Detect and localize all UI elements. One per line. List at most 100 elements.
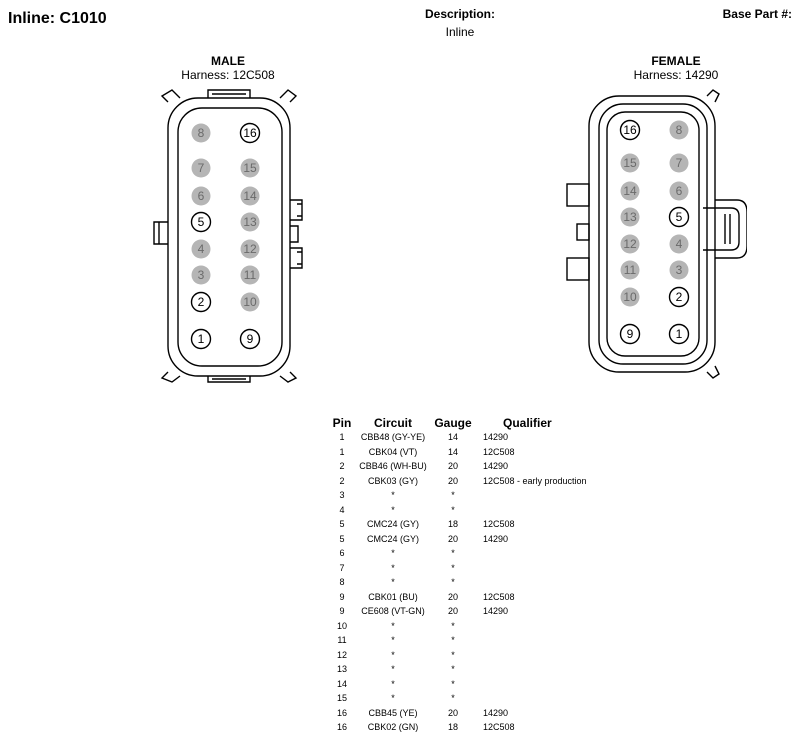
gauge-cell: * — [451, 490, 455, 501]
description-value: Inline — [445, 25, 475, 39]
circuit-cell: * — [391, 664, 395, 675]
pin-14-marker — [620, 181, 640, 201]
circuit-cell: CBK01 (BU) — [368, 591, 418, 602]
gauge-cell: 20 — [447, 591, 458, 602]
pin-10-label: 10 — [243, 295, 257, 309]
pin-16-marker — [239, 122, 261, 144]
pin-3-marker — [669, 260, 689, 280]
qualifier-cell: 12C508 — [483, 722, 515, 733]
qualifier-cell — [473, 488, 613, 503]
pin-2-marker — [190, 291, 212, 313]
pin-2-label: 2 — [676, 290, 683, 304]
table-header-row: Pin Circuit Gauge Qualifier — [331, 416, 613, 430]
description-label: Description: — [424, 7, 495, 21]
pin-5-label: 5 — [198, 215, 205, 229]
column-header-circuit: Circuit — [373, 416, 412, 430]
male-harness: Harness: 12C508 — [181, 68, 275, 82]
qualifier-cell: 14290 — [483, 432, 509, 443]
gauge-cell: 20 — [447, 533, 458, 544]
pin-4-label: 4 — [676, 237, 683, 251]
table-row: 14** — [331, 677, 613, 692]
pin-cell: 12 — [336, 649, 347, 660]
table-row: 7 * * — [331, 561, 613, 576]
gauge-cell: * — [451, 649, 455, 660]
gauge-cell: 18 — [447, 722, 458, 733]
table-row: 13 * * — [331, 662, 613, 677]
gauge-cell: 20 — [447, 461, 458, 472]
column-header-pin: Pin — [332, 416, 352, 430]
pin-14-marker — [240, 186, 260, 206]
male-connector-outline — [153, 89, 303, 383]
table-row: 4** — [331, 503, 613, 518]
gauge-cell: 20 — [447, 707, 458, 718]
circuit-cell: CBB45 (YE) — [368, 707, 418, 718]
circuit-cell: CMC24 (GY) — [366, 519, 419, 530]
gauge-cell: 20 — [447, 475, 458, 486]
pin-14-label: 14 — [623, 184, 637, 198]
pin-15-marker — [620, 153, 640, 173]
pin-11-label: 11 — [624, 263, 637, 277]
pin-3-label: 3 — [676, 263, 683, 277]
pin-6-label: 6 — [198, 189, 205, 203]
pin-cell: 16 — [336, 722, 347, 733]
pin-cell: 4 — [339, 504, 345, 515]
circuit-cell: * — [391, 577, 395, 588]
qualifier-cell: 14290 — [483, 533, 509, 544]
circuit-cell: CBK03 (GY) — [367, 475, 418, 486]
pin-cell: 13 — [336, 664, 347, 675]
circuit-cell: * — [391, 562, 395, 573]
female-label: FEMALE — [651, 54, 701, 68]
female-harness: Harness: 14290 — [633, 68, 719, 82]
pin-4-label: 4 — [198, 242, 205, 256]
circuit-cell: CBB46 (WH-BU) — [359, 461, 427, 472]
pin-cell: 7 — [339, 562, 345, 573]
pin-cell: 1 — [339, 446, 345, 457]
pin-16-label: 16 — [243, 126, 257, 140]
pin-cell: 14 — [336, 678, 347, 689]
pin-2-label: 2 — [198, 295, 205, 309]
gauge-cell: * — [451, 562, 455, 573]
pin-13-marker — [240, 212, 260, 232]
pin-13-marker — [620, 207, 640, 227]
gauge-cell: 14 — [447, 446, 458, 457]
circuit-cell: * — [391, 693, 395, 704]
pin-12-label: 12 — [243, 242, 257, 256]
pin-9-marker — [239, 328, 261, 350]
pin-cell: 5 — [339, 519, 345, 530]
qualifier-cell: 12C508 — [483, 519, 515, 530]
pin-5-marker — [190, 211, 212, 233]
pin-13-label: 13 — [243, 215, 257, 229]
gauge-cell: * — [451, 635, 455, 646]
pin-7-label: 7 — [676, 156, 683, 170]
pin-cell: 2 — [339, 461, 345, 472]
pin-cell: 9 — [339, 606, 345, 617]
pin-9-label: 9 — [627, 327, 634, 341]
circuit-cell: CBK02 (GN) — [367, 722, 419, 733]
base-part-label: Base Part #: — [722, 7, 792, 21]
pin-cell: 10 — [336, 620, 347, 631]
circuit-cell: CBB48 (GY-YE) — [360, 432, 426, 443]
pin-10-marker — [620, 287, 640, 307]
qualifier-cell — [473, 503, 613, 518]
gauge-cell: * — [451, 664, 455, 675]
female-connector-outline — [566, 89, 747, 379]
pin-12-label: 12 — [623, 237, 637, 251]
pin-8-label: 8 — [198, 126, 205, 140]
qualifier-cell — [473, 575, 613, 590]
qualifier-cell — [473, 619, 613, 634]
pin-16-marker — [619, 119, 641, 141]
pin-6-marker — [191, 186, 211, 206]
table-row: 3** — [331, 488, 613, 503]
pin-1-marker — [190, 328, 212, 350]
circuit-cell: * — [391, 504, 395, 515]
pin-15-marker — [240, 158, 260, 178]
